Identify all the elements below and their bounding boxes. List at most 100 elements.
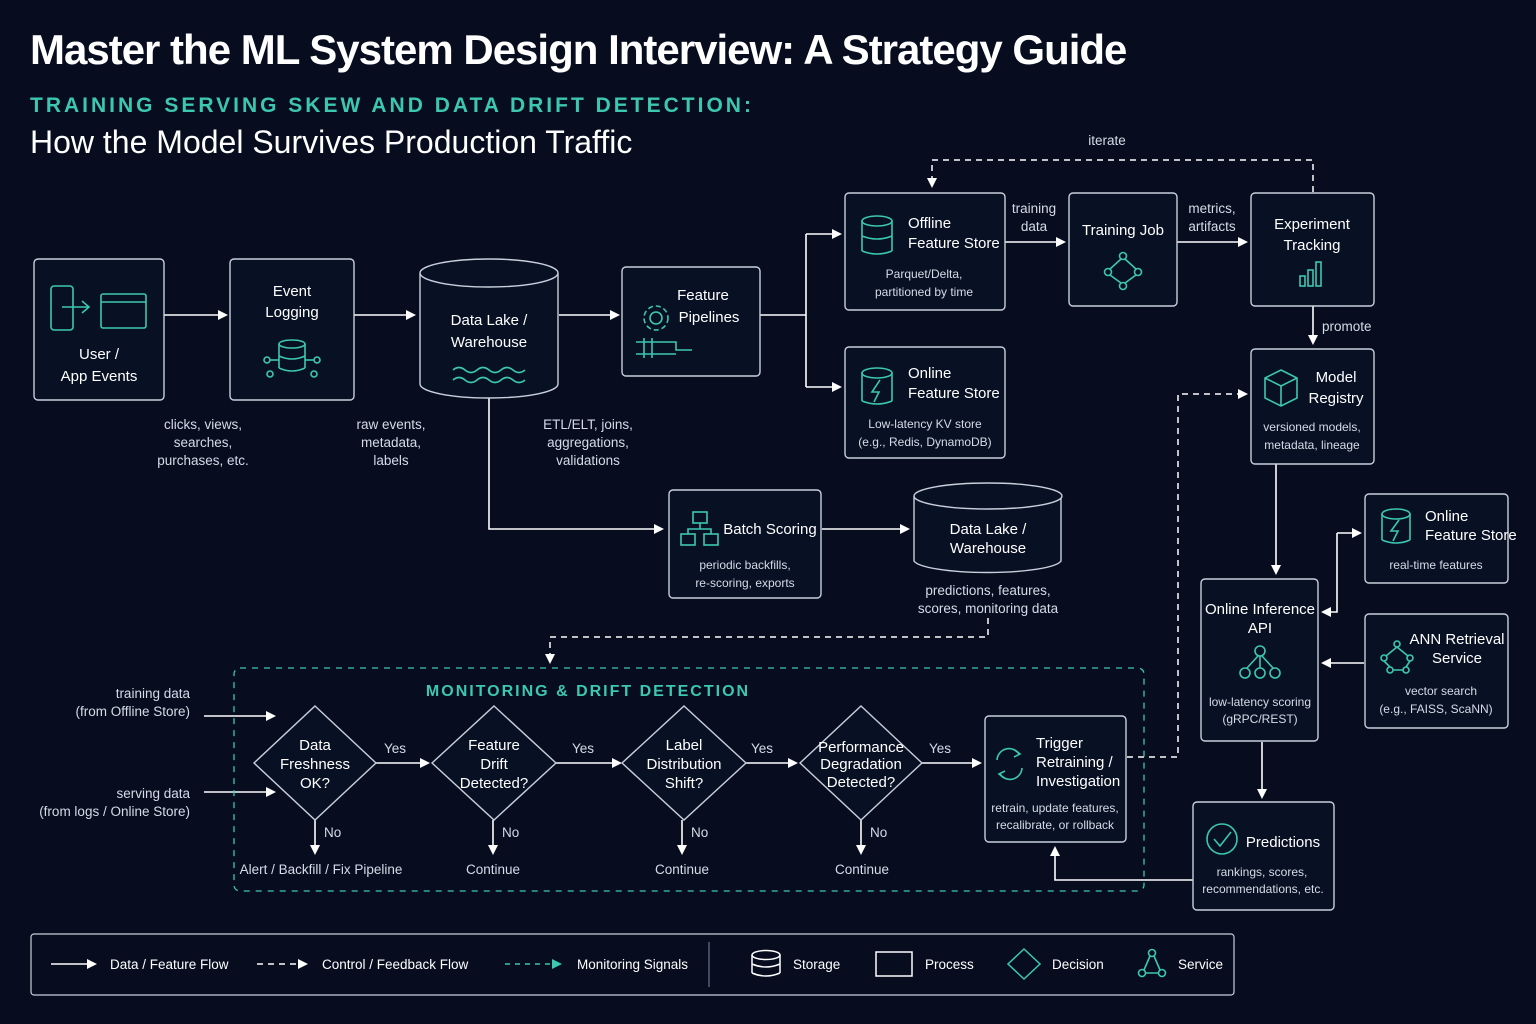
decision-2-line2: Drift xyxy=(480,756,508,773)
training-job-node: Training Job xyxy=(1068,192,1178,307)
event-logging-node: Event Logging xyxy=(229,258,355,401)
online-store-2-desc1: real-time features xyxy=(1389,558,1482,572)
annotation-raw-2: metadata, xyxy=(361,435,421,450)
decision-4-line2: Degradation xyxy=(820,756,902,773)
online-store-desc1: Low-latency KV store xyxy=(868,417,982,431)
offline-store-line2: Feature Store xyxy=(908,235,1000,252)
trigger-desc1: retrain, update features, xyxy=(991,801,1118,815)
user-events-line1: User / xyxy=(79,346,120,363)
offline-store-desc2: partitioned by time xyxy=(875,285,973,299)
arrow-iterate xyxy=(927,159,1314,192)
annotation-lake-out-2: scores, monitoring data xyxy=(918,601,1059,616)
decision-2-line3: Detected? xyxy=(460,775,528,792)
annotation-raw-3: labels xyxy=(373,453,409,468)
trigger-desc2: recalibrate, or rollback xyxy=(996,818,1115,832)
decision-3-line3: Shift? xyxy=(665,775,703,792)
inference-api-desc2: (gRPC/REST) xyxy=(1222,712,1297,726)
model-registry-desc2: metadata, lineage xyxy=(1264,438,1360,452)
ann-desc2: (e.g., FAISS, ScaNN) xyxy=(1379,702,1492,716)
online-store-line1: Online xyxy=(908,365,951,382)
annotation-clicks-1: clicks, views, xyxy=(164,417,242,432)
yes-label-3: Yes xyxy=(751,741,773,756)
legend-storage-icon xyxy=(751,949,781,977)
arrow-lake2-to-monitoring xyxy=(545,618,989,664)
edge-metrics-1: metrics, xyxy=(1188,201,1235,216)
bar-chart-icon xyxy=(1299,261,1322,287)
predictions-label: Predictions xyxy=(1246,834,1320,851)
annotation-etl-1: ETL/ELT, joins, xyxy=(543,417,633,432)
annotation-lake-out-1: predictions, features, xyxy=(925,583,1050,598)
yes-label-4: Yes xyxy=(929,741,951,756)
connectors xyxy=(164,159,1364,881)
data-lake-2-line1: Data Lake / xyxy=(950,521,1028,538)
edge-promote: promote xyxy=(1322,319,1372,334)
decision-3-line2: Distribution xyxy=(646,756,721,773)
outcome-continue-4: Continue xyxy=(835,862,889,877)
no-label-4: No xyxy=(870,825,887,840)
annotation-etl-3: validations xyxy=(556,453,620,468)
online-store-desc2: (e.g., Redis, DynamoDB) xyxy=(858,435,991,449)
user-events-node: User / App Events xyxy=(33,258,165,401)
inference-api-line2: API xyxy=(1248,620,1272,637)
legend-border xyxy=(30,933,1235,996)
data-lake-line1: Data Lake / xyxy=(451,312,529,329)
feature-pipelines-node: Feature Pipelines xyxy=(621,266,761,377)
monitoring-panel: MONITORING & DRIFT DETECTION training da… xyxy=(39,667,1145,892)
data-lake-line2: Warehouse xyxy=(451,334,527,351)
training-job-label: Training Job xyxy=(1082,222,1164,239)
decision-feature-drift: Feature Drift Detected? xyxy=(430,705,558,821)
database-icon xyxy=(861,215,893,255)
pipe-icon xyxy=(636,338,692,358)
offline-store-line1: Offline xyxy=(908,215,951,232)
online-store-2-line2: Feature Store xyxy=(1425,527,1517,544)
legend-data-flow: Data / Feature Flow xyxy=(110,957,229,972)
legend-decision: Decision xyxy=(1052,957,1104,972)
edge-training-data-2: data xyxy=(1021,219,1048,234)
model-registry-node: Model Registry versioned models, metadat… xyxy=(1250,348,1375,465)
page-tagline: How the Model Survives Production Traffi… xyxy=(30,124,633,160)
input-training-1: training data xyxy=(116,686,191,701)
network-icon xyxy=(1103,251,1143,291)
no-label-3: No xyxy=(691,825,708,840)
database-bolt-icon xyxy=(861,367,893,405)
experiment-tracking-node: Experiment Tracking xyxy=(1250,192,1375,307)
model-registry-desc1: versioned models, xyxy=(1263,420,1360,434)
decision-data-freshness: Data Freshness OK? xyxy=(252,705,378,821)
legend-service: Service xyxy=(1178,957,1223,972)
trigger-line1: Trigger xyxy=(1036,735,1083,752)
legend-control-flow: Control / Feedback Flow xyxy=(322,957,469,972)
legend-decision-icon xyxy=(1006,947,1042,981)
phone-browser-icon xyxy=(50,285,147,331)
trigger-line2: Retraining / xyxy=(1036,754,1114,771)
page-title: Master the ML System Design Interview: A… xyxy=(30,26,1127,73)
annotations: clicks, views, searches, purchases, etc.… xyxy=(157,133,1371,616)
yes-label-1: Yes xyxy=(384,741,406,756)
hierarchy-icon xyxy=(680,511,719,546)
refresh-icon xyxy=(996,747,1023,781)
feature-pipelines-line1: Feature xyxy=(677,287,729,304)
trigger-line3: Investigation xyxy=(1036,773,1120,790)
online-feature-store-node: Online Feature Store Low-latency KV stor… xyxy=(844,346,1006,459)
predictions-desc1: rankings, scores, xyxy=(1217,865,1308,879)
edge-metrics-2: artifacts xyxy=(1188,219,1236,234)
monitoring-title: MONITORING & DRIFT DETECTION xyxy=(426,683,750,700)
input-serving-1: serving data xyxy=(116,786,190,801)
outcome-continue-3: Continue xyxy=(655,862,709,877)
annotation-clicks-2: searches, xyxy=(174,435,233,450)
decision-1-line1: Data xyxy=(299,737,331,754)
database-bolt-icon xyxy=(1381,508,1411,544)
decision-3-line1: Label xyxy=(666,737,703,754)
page-subtitle: TRAINING SERVING SKEW AND DATA DRIFT DET… xyxy=(30,94,754,117)
batch-scoring-node: Batch Scoring periodic backfills, re-sco… xyxy=(668,489,822,599)
batch-scoring-desc1: periodic backfills, xyxy=(699,558,790,572)
edge-iterate: iterate xyxy=(1088,133,1126,148)
outcome-continue-2: Continue xyxy=(466,862,520,877)
input-serving-2: (from logs / Online Store) xyxy=(39,804,190,819)
no-label-2: No xyxy=(502,825,519,840)
service-network-icon xyxy=(1239,645,1281,679)
arrow-lake-to-batch xyxy=(488,398,664,534)
batch-scoring-desc2: re-scoring, exports xyxy=(695,576,794,590)
predictions-desc2: recommendations, etc. xyxy=(1202,882,1323,896)
model-registry-line2: Registry xyxy=(1308,390,1364,407)
